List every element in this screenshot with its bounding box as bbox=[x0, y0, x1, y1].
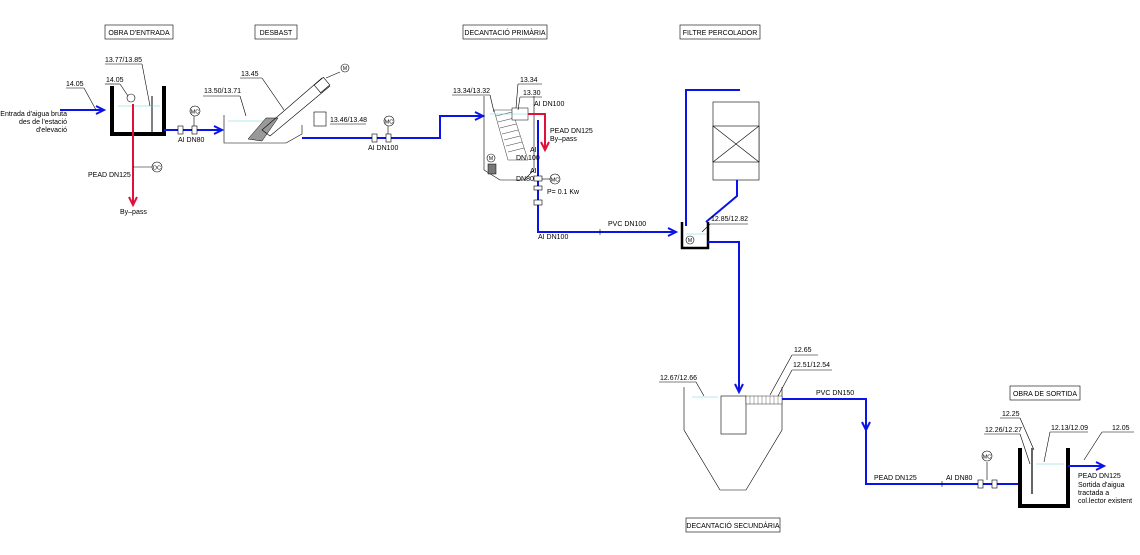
svg-text:PEAD DN125: PEAD DN125 bbox=[1078, 473, 1121, 480]
title-decantacio-secundaria: DECANTACIÓ SECUNDÀRIA bbox=[685, 517, 781, 533]
svg-text:MC: MC bbox=[385, 120, 394, 126]
level-13-50: 13.50/13.71 bbox=[204, 88, 241, 95]
svg-text:PEAD DN125: PEAD DN125 bbox=[550, 128, 593, 135]
level-12-51: 12.51/12.54 bbox=[793, 362, 830, 369]
inlet-label: Entrada d'aigua bruta des de l'estació d… bbox=[0, 111, 67, 134]
svg-text:AI DN80: AI DN80 bbox=[946, 475, 973, 482]
level-12-65: 12.65 bbox=[794, 347, 812, 354]
level-13-46: 13.46/13.48 bbox=[330, 117, 367, 124]
svg-text:d'elevació: d'elevació bbox=[36, 127, 67, 134]
svg-text:FILTRE PERCOLADOR: FILTRE PERCOLADOR bbox=[683, 30, 758, 37]
bypass-pipe-1: DC PEAD DN125 By–pass bbox=[88, 104, 163, 216]
svg-text:AI DN100: AI DN100 bbox=[538, 234, 568, 241]
svg-text:AI DN100: AI DN100 bbox=[368, 145, 398, 152]
bypass-pipe-2: AI DN100 PEAD DN125 By–pass bbox=[528, 101, 593, 153]
pipe-entrada-desbast: MC AI DN80 bbox=[164, 105, 225, 144]
level-12-05: 12.05 bbox=[1112, 425, 1130, 432]
svg-text:Entrada d'aigua bruta: Entrada d'aigua bruta bbox=[0, 111, 67, 118]
svg-text:MC: MC bbox=[551, 178, 560, 184]
svg-text:DESBAST: DESBAST bbox=[260, 30, 293, 37]
svg-text:DECANTACIÓ SECUNDÀRIA: DECANTACIÓ SECUNDÀRIA bbox=[686, 521, 780, 530]
level-12-85: 12.85/12.82 bbox=[711, 216, 748, 223]
svg-text:MC: MC bbox=[983, 455, 992, 461]
obra-sortida-tank: 12.25 12.26/12.27 12.13/12.09 12.05 bbox=[984, 411, 1134, 508]
title-filtre-percolador: FILTRE PERCOLADOR bbox=[679, 24, 761, 40]
desbast-channel: M 13.50/13.71 13.45 13.46/13.48 bbox=[203, 63, 367, 144]
svg-text:DECANTACIÓ PRIMÀRIA: DECANTACIÓ PRIMÀRIA bbox=[464, 28, 545, 37]
svg-text:Sortida d'aigua: Sortida d'aigua bbox=[1078, 482, 1125, 489]
motor-filtre: M bbox=[688, 238, 692, 244]
svg-text:OBRA D'ENTRADA: OBRA D'ENTRADA bbox=[108, 30, 170, 37]
svg-text:col.lector existent: col.lector existent bbox=[1078, 498, 1132, 505]
decantacio-secundaria-tank: 12.67/12.66 12.65 12.51/12.54 bbox=[659, 347, 832, 491]
obra-entrada-tank: 13.77/13.85 14.05 bbox=[105, 57, 166, 136]
svg-text:OBRA DE SORTIDA: OBRA DE SORTIDA bbox=[1013, 391, 1077, 398]
title-desbast: DESBAST bbox=[254, 24, 298, 40]
level-12-67: 12.67/12.66 bbox=[660, 375, 697, 382]
level-12-26: 12.26/12.27 bbox=[985, 427, 1022, 434]
dc-symbol: DC bbox=[153, 166, 161, 172]
decantacio-primaria-tank: M 13.34/13.32 13.34 13.30 bbox=[452, 77, 542, 181]
motor-desbast: M bbox=[343, 66, 347, 72]
title-obra-entrada: OBRA D'ENTRADA bbox=[104, 24, 174, 40]
svg-text:MC: MC bbox=[191, 110, 200, 116]
level-12-13: 12.13/12.09 bbox=[1051, 425, 1088, 432]
level-13-77: 13.77/13.85 bbox=[105, 57, 142, 64]
title-obra-sortida: OBRA DE SORTIDA bbox=[1009, 385, 1081, 401]
level-13-45: 13.45 bbox=[241, 71, 259, 78]
inlet-pipe: 14.05 bbox=[60, 81, 107, 115]
svg-text:PEAD DN125: PEAD DN125 bbox=[88, 172, 131, 179]
svg-text:DN80: DN80 bbox=[516, 176, 534, 183]
level-13-30: 13.30 bbox=[523, 90, 541, 97]
svg-text:PVC DN150: PVC DN150 bbox=[816, 390, 854, 397]
svg-text:By–pass: By–pass bbox=[120, 209, 147, 216]
pipe-filtre-secundaria bbox=[708, 241, 744, 395]
svg-text:PVC DN100: PVC DN100 bbox=[608, 221, 646, 228]
svg-text:tractada a: tractada a bbox=[1078, 490, 1109, 497]
level-13-34: 13.34 bbox=[520, 77, 538, 84]
outlet-pipe: PEAD DN125 Sortida d'aigua tractada a co… bbox=[1068, 461, 1132, 505]
svg-text:AI: AI bbox=[530, 168, 537, 175]
svg-text:AI DN100: AI DN100 bbox=[534, 101, 564, 108]
title-decantacio-primaria: DECANTACIÓ PRIMÀRIA bbox=[462, 24, 548, 40]
svg-text:AI DN80: AI DN80 bbox=[178, 137, 205, 144]
level-12-25: 12.25 bbox=[1002, 411, 1020, 418]
pipe-desbast-decantacio: MC AI DN100 bbox=[302, 111, 486, 152]
svg-text:des de l'estació: des de l'estació bbox=[19, 119, 67, 126]
svg-text:PEAD DN125: PEAD DN125 bbox=[874, 475, 917, 482]
motor-decantacio: M bbox=[489, 156, 493, 162]
level-14-05-inlet: 14.05 bbox=[66, 81, 84, 88]
svg-text:By–pass: By–pass bbox=[550, 136, 577, 143]
level-13-34-32: 13.34/13.32 bbox=[453, 88, 490, 95]
svg-text:P= 0.1 Kw: P= 0.1 Kw bbox=[547, 189, 580, 196]
level-14-05-tank: 14.05 bbox=[106, 77, 124, 84]
svg-text:DN 100: DN 100 bbox=[516, 155, 540, 162]
pipe-decantacio-filtre: AI DN 100 AI DN80 MC P= 0.1 Kw PVC DN100… bbox=[516, 120, 679, 241]
pipe-secundaria-sortida: PVC DN150 PEAD DN125 AI DN80 MC bbox=[782, 390, 1018, 489]
svg-text:AI: AI bbox=[530, 147, 537, 154]
filtre-percolador: M 12.85/12.82 bbox=[680, 89, 760, 250]
